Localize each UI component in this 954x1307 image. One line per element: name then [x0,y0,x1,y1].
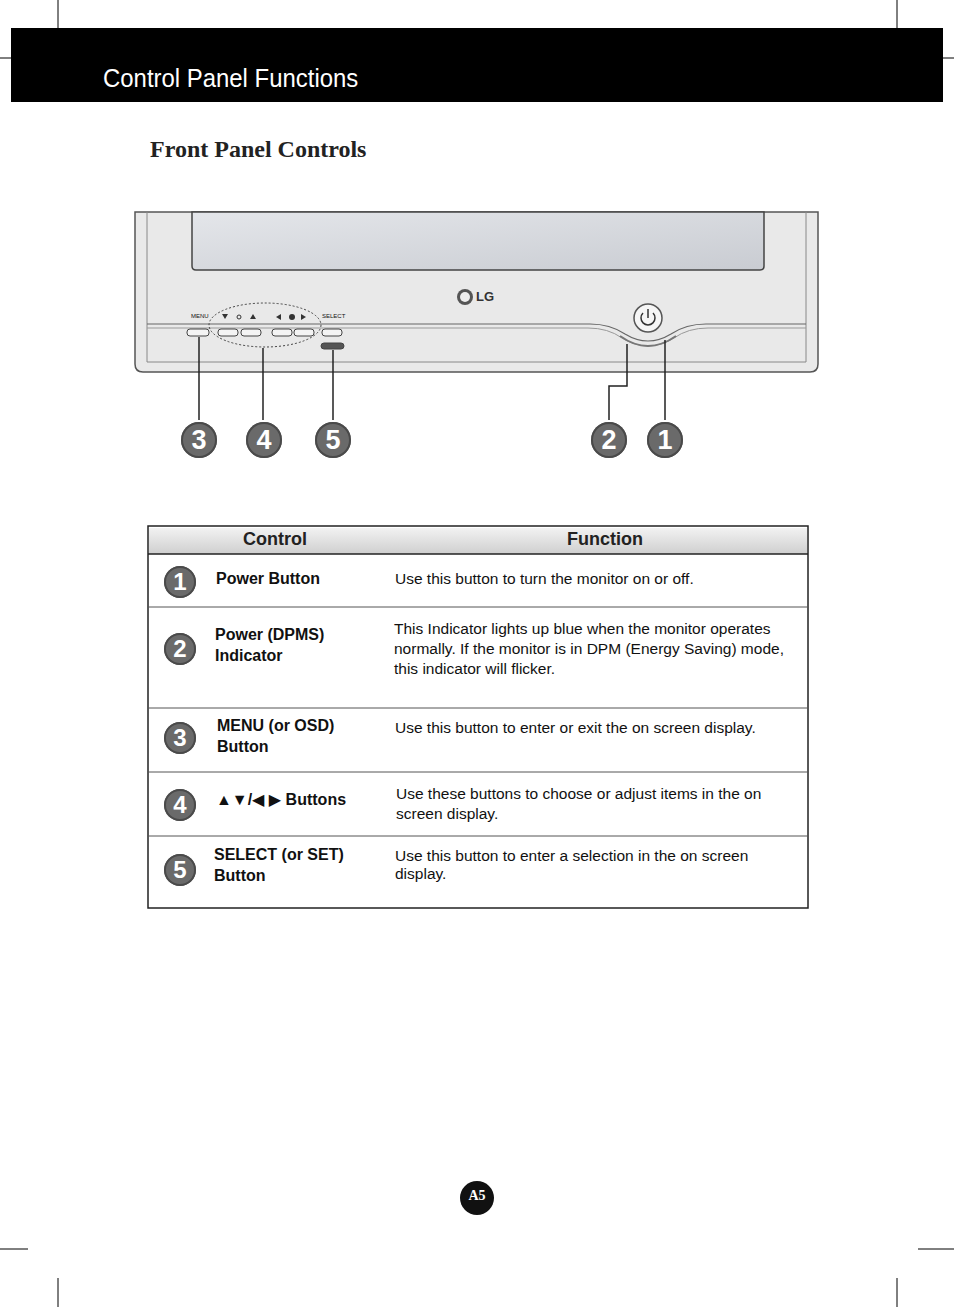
control-name: MENU (or OSD) Button [217,716,377,758]
callout-number: 1 [164,566,196,598]
button-label: MENU [191,313,209,321]
callout-number: 1 [647,422,683,458]
page-number: A5 [462,1187,492,1205]
callout-number: 2 [164,633,196,665]
column-header: Function [505,528,705,551]
callout-number: 4 [164,789,196,821]
page-title: Control Panel Functions [103,62,358,96]
function-text: Use this button to turn the monitor on o… [395,569,805,589]
function-text: Use this button to enter or exit the on … [395,716,785,740]
function-text: Use this button to enter a selection in … [395,847,765,883]
callout-number: 4 [246,422,282,458]
control-name: SELECT (or SET) Button [214,845,384,887]
subtitle: Front Panel Controls [150,134,366,165]
control-name: ▲▼/◀ ▶ Buttons [216,790,386,811]
callout-number: 2 [591,422,627,458]
column-header: Control [205,528,345,551]
brand-logo: LG [476,289,494,306]
button-label: SELECT [322,313,345,321]
function-text: Use these buttons to choose or adjust it… [396,784,781,824]
control-name: Power Button [216,569,386,590]
callout-number: 3 [164,722,196,754]
callout-number: 5 [164,854,196,886]
callout-number: 3 [181,422,217,458]
callout-number: 5 [315,422,351,458]
function-text: This Indicator lights up blue when the m… [394,619,804,679]
control-name: Power (DPMS) Indicator [215,625,365,667]
